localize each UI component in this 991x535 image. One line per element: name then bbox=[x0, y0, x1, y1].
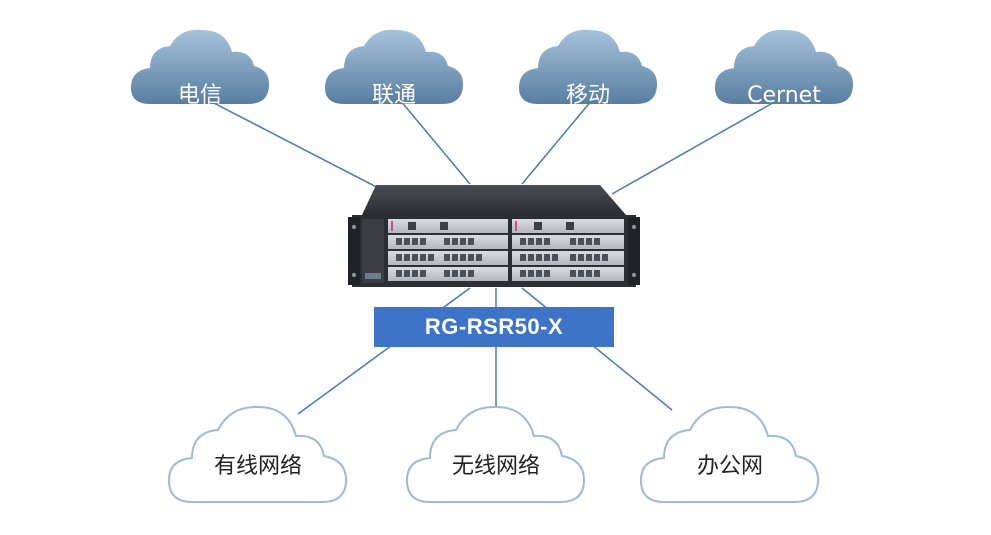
link-unicom bbox=[399, 99, 471, 185]
cloud-label: 办公网 bbox=[696, 454, 763, 479]
link-telecom bbox=[207, 99, 391, 195]
cloud-telecom: 电信 bbox=[128, 26, 272, 108]
cloud-shape bbox=[130, 29, 270, 104]
device-model-label: RG-RSR50-X bbox=[374, 307, 614, 347]
cloud-label: 无线网络 bbox=[451, 454, 540, 479]
cloud-label: 联通 bbox=[371, 83, 416, 108]
cloud-label: Cernet bbox=[747, 83, 821, 108]
link-cernet bbox=[611, 99, 779, 195]
cloud-wireless-network: 无线网络 bbox=[404, 402, 588, 506]
cloud-wired-network: 有线网络 bbox=[166, 402, 350, 506]
cloud-shape bbox=[167, 405, 348, 503]
cloud-label: 有线网络 bbox=[213, 454, 302, 479]
cloud-shape bbox=[324, 29, 464, 104]
cloud-mobile: 移动 bbox=[516, 26, 660, 108]
cloud-shape bbox=[714, 29, 854, 104]
cloud-shape bbox=[518, 29, 658, 104]
cloud-unicom: 联通 bbox=[322, 26, 466, 108]
cloud-label: 电信 bbox=[177, 83, 222, 108]
cloud-cernet: Cernet bbox=[712, 26, 856, 108]
cloud-office-network: 办公网 bbox=[638, 402, 822, 506]
link-mobile bbox=[521, 99, 593, 185]
router-chassis-image bbox=[348, 185, 640, 287]
cloud-label: 移动 bbox=[565, 83, 610, 108]
cloud-shape bbox=[405, 405, 586, 503]
cloud-shape bbox=[639, 405, 820, 503]
